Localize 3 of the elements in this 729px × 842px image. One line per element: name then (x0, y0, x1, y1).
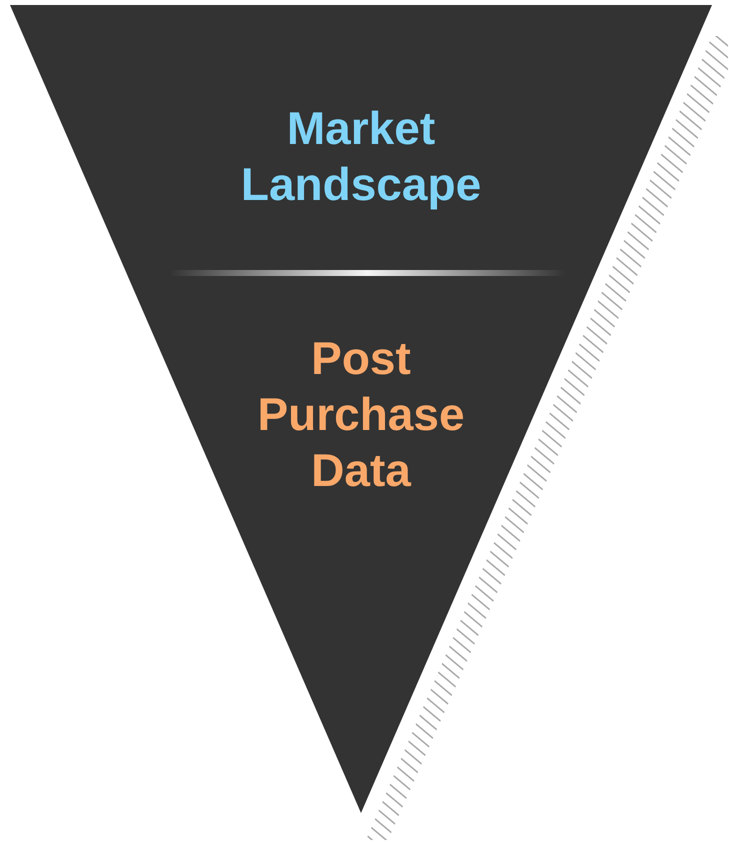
funnel-triangle (10, 5, 712, 813)
section-heading: Post Purchase Data (256, 331, 466, 498)
section-heading: Market Landscape (240, 101, 482, 212)
